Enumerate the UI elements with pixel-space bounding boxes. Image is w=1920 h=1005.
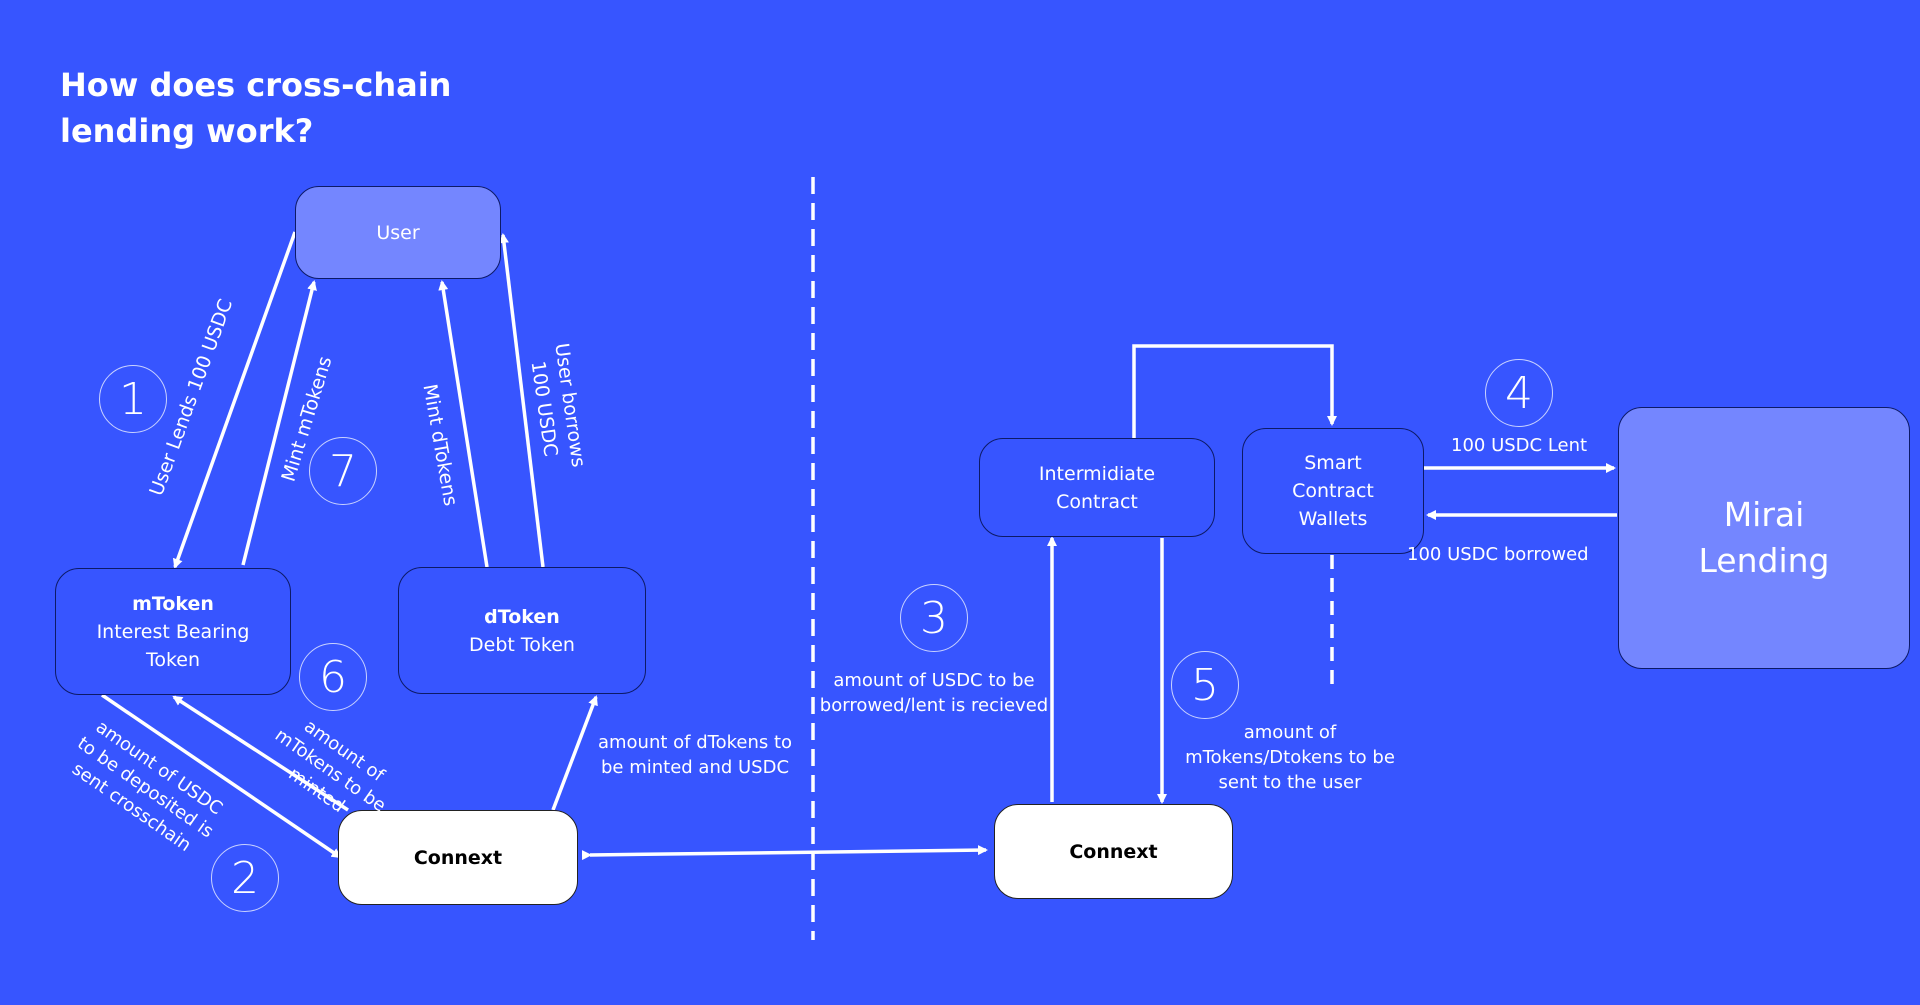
intermediate-contract-label: Intermidiate Contract	[1038, 462, 1156, 513]
mtoken-node: mToken Interest Bearing Token	[55, 568, 291, 695]
dtoken-subtitle: Debt Token	[469, 633, 575, 656]
label-usdc-lent: 100 USDC Lent	[1451, 435, 1588, 456]
arrow-connext-to-dtoken	[551, 695, 598, 811]
user-label: User	[376, 221, 420, 244]
mirai-lending-node: Mirai Lending	[1618, 407, 1910, 669]
connext-left-label: Connext	[413, 846, 503, 869]
arrow-connext-to-mtoken	[172, 695, 349, 812]
label-dtokens-minted: amount of dTokens to be minted and USDC	[597, 732, 793, 778]
arrow-mtoken-to-user	[241, 280, 317, 566]
step-6: 6	[299, 643, 367, 711]
step-1: 1	[99, 365, 167, 433]
arrow-mtoken-to-connext	[101, 693, 342, 859]
step-2: 2	[211, 844, 279, 912]
connext-left-node: Connext	[338, 810, 578, 905]
connext-right-label: Connext	[1069, 840, 1158, 863]
arrow-user-to-mtoken	[172, 231, 297, 569]
mirai-lending-label: Mirai Lending	[1698, 495, 1830, 580]
dtoken-node: dToken Debt Token	[398, 567, 646, 694]
step-3: 3	[900, 584, 968, 652]
arrow-connext-bidirectional	[581, 845, 988, 861]
step-5: 5	[1171, 651, 1239, 719]
arrow-dtoken-to-user-borrow	[498, 233, 545, 568]
smart-contract-wallets-label: Smart Contract Wallets	[1292, 452, 1374, 530]
arrow-dtoken-to-user-mint	[438, 280, 489, 568]
step-7: 7	[309, 437, 377, 505]
step-4: 4	[1485, 359, 1553, 427]
connext-right-node: Connext	[994, 804, 1233, 899]
mtoken-subtitle: Interest Bearing Token	[96, 620, 250, 671]
intermediate-contract-node: Intermidiate Contract	[979, 438, 1215, 537]
page-title: How does cross-chain lending work?	[60, 66, 452, 150]
dtoken-title: dToken	[484, 605, 560, 628]
label-usdc-received: amount of USDC to be borrowed/lent is re…	[819, 670, 1049, 716]
mtoken-title: mToken	[132, 592, 214, 615]
user-node: User	[295, 186, 501, 279]
arrow-intermediate-to-wallets	[1132, 344, 1337, 438]
label-tokens-sent: amount of mTokens/Dtokens to be sent to …	[1185, 722, 1395, 793]
smart-contract-wallets-node: Smart Contract Wallets	[1242, 428, 1424, 554]
label-usdc-borrowed: 100 USDC borrowed	[1407, 544, 1589, 565]
